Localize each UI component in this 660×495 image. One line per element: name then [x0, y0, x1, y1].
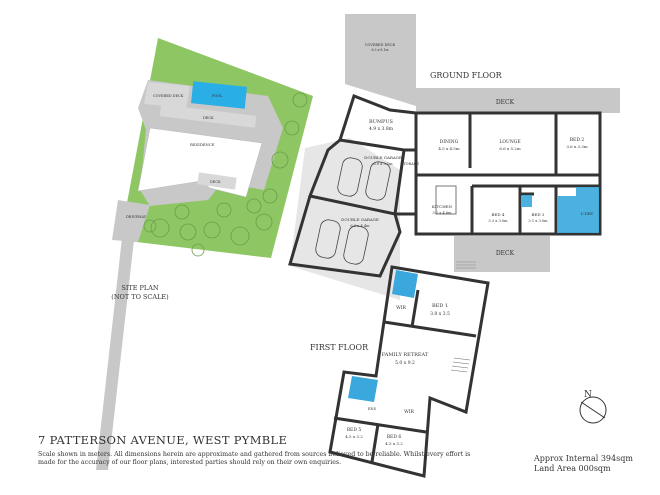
- dining-name: DINING: [440, 139, 459, 145]
- gf-storage-wall: [395, 148, 418, 216]
- bed5-dims: 4.5 x 3.2: [345, 434, 363, 439]
- pool: [190, 81, 248, 109]
- garage1-dims: 6.0 x 5.1m: [373, 162, 393, 166]
- bed3-name: BED 3: [532, 212, 545, 217]
- bed1-dims: 3.8 x 3.5: [430, 311, 450, 317]
- site-lower-deck-label: DECK: [210, 180, 221, 184]
- gf-deck-top-label: DECK: [496, 99, 515, 106]
- north-label: N: [584, 390, 592, 400]
- gf-kitchen-bench: [435, 185, 457, 215]
- lounge-name: LOUNGE: [499, 139, 520, 145]
- gf-covered-deck: [345, 14, 416, 106]
- bed2-name: BED 2: [570, 137, 585, 143]
- bumpus-dims: 4.9 x 3.8m: [369, 126, 394, 132]
- site-driveway-label: DRIVEWAY: [126, 215, 147, 219]
- ff-wall-bed1: [383, 320, 477, 338]
- gf-deck-top: [416, 88, 620, 113]
- site-pool-label: POOL: [212, 94, 223, 98]
- ff-ensuite-1: [392, 270, 418, 298]
- kitchen-name: KITCHEN: [432, 204, 453, 209]
- site-covered-deck-label: COVERED DECK: [153, 94, 184, 98]
- gf-deck-bottom-label: DECK: [496, 250, 515, 257]
- bed1-name: BED 1: [432, 303, 448, 309]
- gf-garage2-walls: [288, 195, 402, 278]
- gf-title: GROUND FLOOR: [430, 71, 503, 80]
- kitchen-dims: 3.2 x 4.6m: [432, 211, 452, 215]
- disclaimer: Scale shown in meters. All dimensions he…: [38, 451, 471, 466]
- family-retreat-dims: 5.0 x 9.2: [395, 360, 415, 366]
- gf-covered-deck-label: COVERED DECK: [365, 43, 396, 47]
- gf-cars: [315, 157, 391, 265]
- approx-internal: Approx Internal 394sqm: [534, 454, 633, 463]
- ground-floor: GROUND FLOOR COVERED DECK 6.3 x 8.1m DEC…: [288, 14, 620, 300]
- bed6-dims: 4.5 x 3.2: [385, 441, 403, 446]
- storage-name: STORAGE: [401, 162, 420, 166]
- garage1-name: DOUBLE GARAGE: [364, 155, 402, 160]
- shrubs: [143, 92, 308, 257]
- gf-covered-deck-dims: 6.3 x 8.1m: [372, 48, 389, 52]
- gf-powder: [522, 195, 532, 207]
- ff-wall-bed1-left: [410, 289, 420, 328]
- lower-deck: [197, 172, 237, 190]
- bed2-dims: 3.6 x 3.3m: [566, 144, 588, 149]
- site-deck-label: DECK: [203, 116, 214, 120]
- north-point: N: [579, 390, 607, 424]
- ens-name: ENS: [368, 407, 377, 411]
- garage2-name: DOUBLE GARAGE: [341, 217, 379, 222]
- dining-dims: 4.5 x 4.5m: [438, 146, 460, 151]
- wir1-name: WIR: [396, 305, 406, 311]
- gf-deck-bottom: [454, 236, 550, 272]
- bed6-name: BED 6: [387, 434, 402, 440]
- bed5-name: BED 5: [347, 427, 362, 433]
- address-title: 7 PATTERSON AVENUE, WEST PYMBLE: [38, 433, 288, 447]
- gf-laundry: [557, 196, 576, 233]
- family-retreat-name: FAMILY RETREAT: [382, 352, 429, 358]
- site-plan-caption: SITE PLAN: [121, 284, 159, 292]
- site-plan: COVERED DECK POOL DECK RESIDENCE DECK DR…: [96, 38, 313, 470]
- garage2-dims: 6.6 x 4.4m: [350, 224, 370, 228]
- bed4-dims: 3.3 x 3.0m: [488, 219, 508, 223]
- site-residence-label: RESIDENCE: [190, 142, 215, 147]
- ldry-name: L'DRY: [581, 211, 594, 216]
- land-area: Land Area 000sqm: [534, 464, 611, 473]
- first-floor: FIRST FLOOR BED 1 3.8 x 3.5 WIR FAMILY R…: [310, 265, 490, 478]
- driveway-strip: [96, 238, 134, 470]
- bumpus-name: BUMPUS: [369, 119, 393, 125]
- ff-wall-bed-split: [370, 423, 380, 463]
- deck-stairs: [456, 261, 476, 269]
- wir2-name: WIR: [404, 409, 414, 415]
- covered-deck-area: [144, 82, 190, 108]
- gf-bathroom: [576, 187, 599, 233]
- lounge-dims: 6.6 x 5.2m: [499, 146, 521, 151]
- ff-outline: [328, 265, 490, 478]
- bed3-dims: 3.1 x 3.0m: [528, 219, 548, 223]
- ff-bathroom: [348, 376, 378, 402]
- driveway-area: [112, 200, 150, 242]
- ff-wall-bed56: [333, 416, 427, 434]
- bed4-name: BED 4: [492, 212, 505, 217]
- north-arrow-icon: [589, 398, 597, 422]
- ff-title: FIRST FLOOR: [310, 343, 369, 352]
- site-plan-caption-note: (NOT TO SCALE): [111, 293, 169, 301]
- site-deck: [159, 104, 257, 128]
- ff-stairs: [450, 357, 471, 373]
